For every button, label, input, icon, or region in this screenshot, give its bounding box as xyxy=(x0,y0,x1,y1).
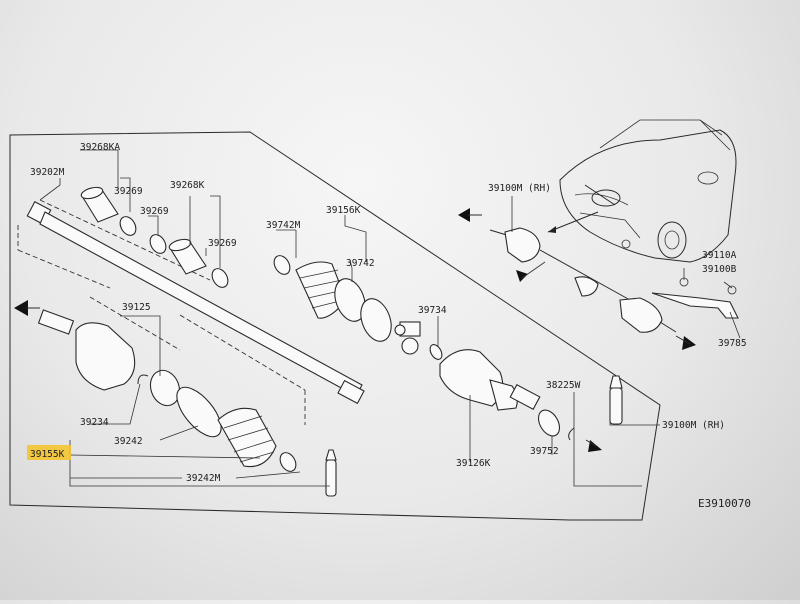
part-labels: 39268KA 39202M 39269 39268K 39269 39269 … xyxy=(30,142,751,510)
label-38225W[interactable]: 38225W xyxy=(546,380,581,391)
label-39269-a[interactable]: 39269 xyxy=(114,186,143,197)
label-39156K[interactable]: 39156K xyxy=(326,205,361,216)
housing-39126K xyxy=(439,349,623,452)
label-39242[interactable]: 39242 xyxy=(114,436,143,447)
highlight-39155K xyxy=(27,445,71,460)
label-39100M-rh[interactable]: 39100M (RH) xyxy=(662,420,725,431)
figure-code: E3910070 xyxy=(698,497,751,510)
outer-joint-39125 xyxy=(14,300,337,497)
label-39269-c[interactable]: 39269 xyxy=(208,238,237,249)
label-39202M[interactable]: 39202M xyxy=(30,167,65,178)
label-39126K[interactable]: 39126K xyxy=(456,458,491,469)
damper-39268K xyxy=(168,238,229,288)
label-39110A[interactable]: 39110A xyxy=(702,250,737,261)
boot-39742M xyxy=(273,255,392,342)
bracket-39785 xyxy=(651,268,741,339)
label-39268K[interactable]: 39268K xyxy=(170,180,205,191)
label-39742M[interactable]: 39742M xyxy=(266,220,301,231)
label-39242M[interactable]: 39242M xyxy=(186,473,221,484)
vehicle-illustration xyxy=(547,119,737,263)
label-39100M-top[interactable]: 39100M (RH) xyxy=(488,183,551,194)
label-39269-b[interactable]: 39269 xyxy=(140,206,169,217)
tripod-joint xyxy=(394,321,443,360)
label-39785[interactable]: 39785 xyxy=(718,338,747,349)
diagram-frame xyxy=(9,131,661,521)
damper-39268KA xyxy=(80,186,167,254)
label-39734[interactable]: 39734 xyxy=(418,305,447,316)
top-shaft-assembly xyxy=(458,196,696,350)
label-39125[interactable]: 39125 xyxy=(122,302,151,313)
label-39752[interactable]: 39752 xyxy=(530,446,559,457)
label-39100B[interactable]: 39100B xyxy=(702,264,737,275)
label-39268KA[interactable]: 39268KA xyxy=(80,142,120,153)
label-39155K[interactable]: 39155K xyxy=(30,449,65,460)
label-39742[interactable]: 39742 xyxy=(346,258,375,269)
label-39234[interactable]: 39234 xyxy=(80,417,109,428)
